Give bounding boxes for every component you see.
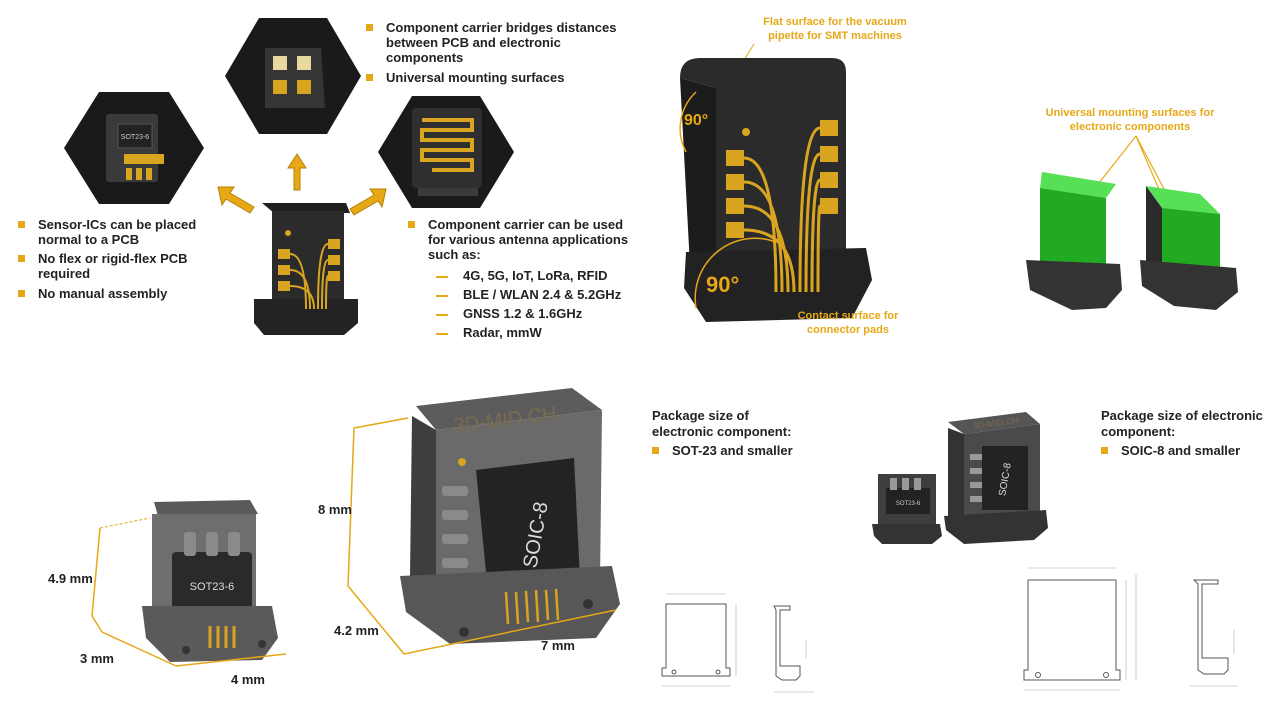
technical-drawing-front-small [661,593,737,687]
svg-text:SOT23-6: SOT23-6 [896,501,921,507]
antenna-item: BLE / WLAN 2.4 & 5.2GHz [436,287,621,302]
bullet-antenna: Component carrier can be used for variou… [408,217,643,262]
carrier-large-render [679,58,872,322]
hexagon-sensor-view: SOT23-6 [64,92,204,204]
svg-text:SOT23-6: SOT23-6 [190,581,235,593]
arrow-up-icon [287,153,307,191]
dim-height-small: 4.9 mm [48,571,93,586]
dim-depth-large: 4.2 mm [334,623,379,638]
svg-text:SOT23-6: SOT23-6 [121,134,150,141]
bullet-sensor-ics: Sensor-ICs can be placed normal to a PCB [18,217,203,247]
carrier-sot23-render: SOT23-6 [142,500,278,662]
bullet-no-manual: No manual assembly [18,286,203,301]
antenna-item: GNSS 1.2 & 1.6GHz [436,306,582,321]
carrier-green-left [1026,172,1122,310]
dimension-lines-small [91,517,287,667]
package-size-item-soic: SOIC-8 and smaller [1101,443,1261,458]
component-carrier-render [254,203,358,335]
angle-label-bottom: 90° [706,272,740,297]
antenna-item: Radar, mmW [436,325,542,340]
bullet-no-flex: No flex or rigid-flex PCB required [18,251,188,281]
hexagon-antenna-view [378,96,514,208]
package-size-item: SOT-23 and smaller [652,443,812,458]
annotation-universal-surfaces: Universal mounting surfaces for electron… [1045,107,1215,133]
carrier-soic8-render: 3D-MID.CH SOIC-8 [400,388,620,644]
package-size-title-soic: Package size of electronic component: [1101,408,1263,439]
technical-drawing-side-small [773,605,814,693]
dim-depth-small: 3 mm [80,651,114,666]
bullet-mounting: Universal mounting surfaces [366,70,636,85]
dim-height-large: 8 mm [318,502,352,517]
dim-width-large: 7 mm [541,638,575,653]
dim-width-small: 4 mm [231,672,265,687]
package-size-title: Package size of electronic component: [652,408,792,439]
angle-label-top: 90° [684,112,709,129]
technical-drawing-front-large [1023,567,1137,691]
annotation-vacuum-surface: Flat surface for the vacuum pipette for … [763,16,907,42]
technical-drawing-side-large [1190,579,1238,687]
carrier-pair-render: SOT23-6 SOIC-8 3D-MID.CH [872,412,1048,544]
bullet-bridges: Component carrier bridges distances betw… [366,20,636,65]
hexagon-top-view [225,18,361,134]
antenna-item: 4G, 5G, IoT, LoRa, RFID [436,268,607,283]
arrow-upright-icon [349,188,387,216]
carrier-green-right [1140,186,1238,310]
annotation-contact-surface: Contact surface for connector pads [797,310,899,336]
arrow-upleft-icon [217,186,255,214]
dimension-lines-large [347,417,617,655]
